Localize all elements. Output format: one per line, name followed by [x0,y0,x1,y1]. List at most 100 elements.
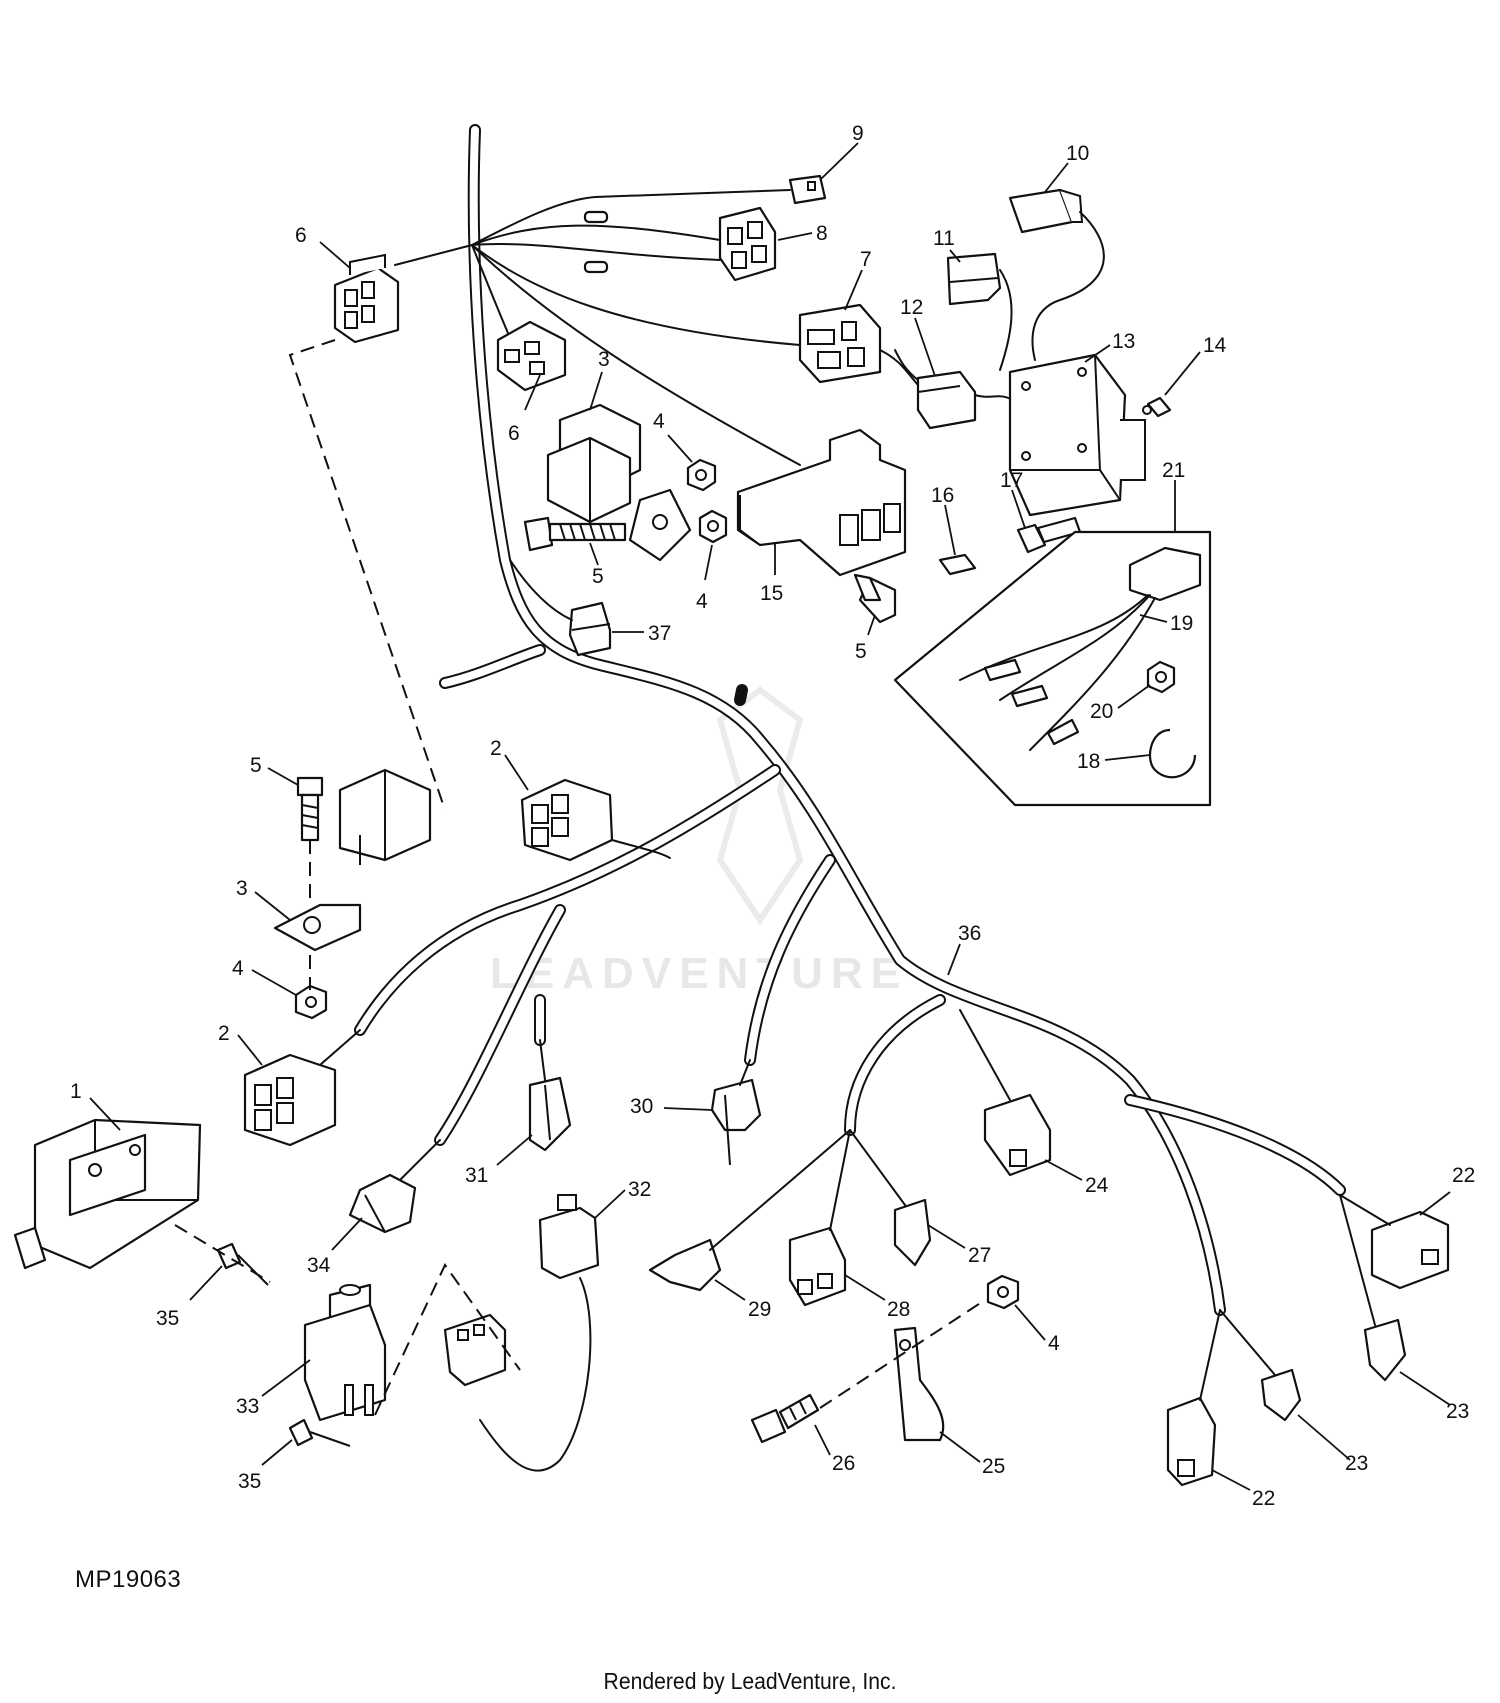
callout-23-center: 23 [1345,1452,1368,1475]
connector-34 [348,1173,417,1234]
footer-credit: Rendered by LeadVenture, Inc. [603,1668,897,1694]
callout-5-top: 5 [592,565,604,588]
connector-22-lower [1166,1396,1217,1487]
callout-31: 31 [465,1164,488,1187]
connector-7 [798,303,919,386]
callout-2-lower: 2 [218,1022,230,1045]
connector-37 [509,559,612,657]
clip-18 [1148,728,1197,779]
connector-31 [528,1076,572,1152]
callout-12: 12 [900,296,923,319]
connector-28 [788,1226,847,1307]
callout-32: 32 [628,1178,651,1201]
callout-28: 28 [887,1298,910,1321]
callout-36: 36 [958,922,981,945]
callout-1: 1 [70,1080,82,1103]
nut-4-lower [698,509,728,544]
callout-13: 13 [1112,330,1135,353]
callout-6-center: 6 [508,422,520,445]
callout-4-lower: 4 [696,590,708,613]
callout-35-lower: 35 [238,1470,261,1493]
nut-4-upper [686,458,717,492]
watermark: LEADVENTURE [490,686,908,998]
nut-4-left [294,984,328,1020]
connector-23-center [1260,1368,1302,1422]
callout-11: 11 [933,227,955,250]
callout-30: 30 [630,1095,653,1118]
watermark-text: LEADVENTURE [490,949,908,998]
connector-29 [648,1238,722,1292]
control-module-13 [1008,353,1146,517]
fuse-holder-15 [736,428,907,577]
callouts: 9 10 8 6 11 7 12 13 14 3 6 4 21 [70,122,1475,1510]
connector-6-left [333,253,400,344]
callout-9: 9 [852,122,864,145]
switch-1 [13,1118,202,1270]
callout-25: 25 [982,1455,1005,1478]
assembly-dashed-lines [174,339,986,1416]
relay-3-top [546,403,692,562]
clamp-25 [893,1326,945,1442]
pin-14 [1142,396,1172,418]
callout-10: 10 [1066,142,1089,165]
callout-22-lower: 22 [1252,1487,1275,1510]
connector-32-mate [443,1313,507,1387]
callout-33: 33 [236,1395,259,1418]
bolt-5-mid [853,573,897,624]
callout-29: 29 [748,1298,771,1321]
callout-14: 14 [1203,334,1227,357]
relay-3-left [273,768,432,952]
fuse-16 [938,553,977,576]
callout-4-left: 4 [232,957,244,980]
connector-2-lower [243,1053,337,1147]
relay-12 [894,349,1013,430]
callout-6-left: 6 [295,224,307,247]
connector-24 [983,1093,1052,1177]
callout-34: 34 [307,1254,331,1277]
main-harness-36 [354,124,1346,1316]
callout-26: 26 [832,1452,855,1475]
callout-24: 24 [1085,1174,1109,1197]
plug-10 [1008,188,1105,361]
callout-7: 7 [860,248,872,271]
callout-23-right: 23 [1446,1400,1469,1423]
connector-2-upper [520,778,671,862]
callout-4-upper: 4 [653,410,665,433]
bolt-26 [750,1393,820,1444]
connector-27 [893,1198,932,1267]
callout-37: 37 [648,622,671,645]
callout-16: 16 [931,484,954,507]
callout-3-left: 3 [236,877,248,900]
screw-35-lower [288,1418,351,1447]
connector-6-center [496,320,567,392]
diagram-code: MP19063 [75,1566,182,1593]
wire-set-19 [959,546,1202,751]
callout-21: 21 [1162,459,1185,482]
top-wire-fan [394,189,801,466]
callout-35-upper: 35 [156,1307,179,1330]
callout-5-left: 5 [250,754,262,777]
callout-27: 27 [968,1244,991,1267]
connector-30 [710,1078,762,1166]
connector-23-right [1363,1318,1407,1382]
switch-33 [303,1283,387,1422]
callout-5-mid: 5 [855,640,867,663]
connector-9 [788,174,827,205]
bolt-5-left [296,776,324,842]
callout-2-upper: 2 [490,737,502,760]
branch-wires [319,1009,1391,1401]
callout-15: 15 [760,582,783,605]
callout-20: 20 [1090,700,1113,723]
nut-4-lower-right [986,1274,1020,1310]
callout-8: 8 [816,222,828,245]
callout-3-top: 3 [598,348,610,371]
connector-32 [479,1194,600,1472]
callout-22-right: 22 [1452,1164,1475,1187]
callout-4-lower-right: 4 [1048,1332,1060,1355]
callout-19: 19 [1170,612,1193,635]
callout-17: 17 [1000,469,1023,492]
callout-18: 18 [1077,750,1100,773]
connector-8 [718,206,777,282]
screw-35-upper [216,1242,269,1286]
